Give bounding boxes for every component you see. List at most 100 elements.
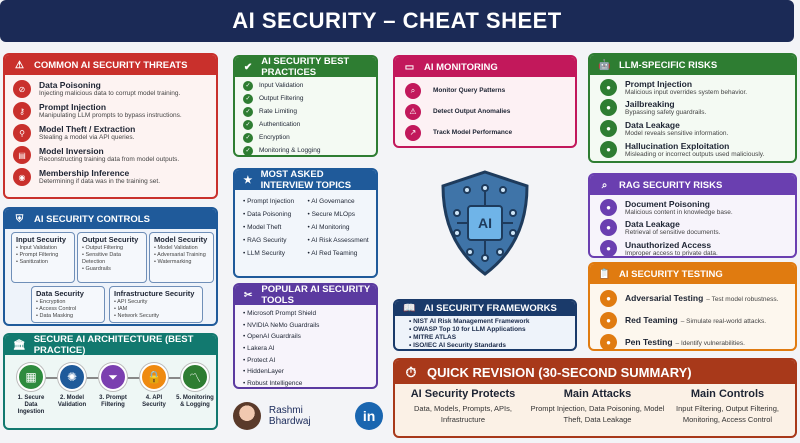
check-icon: ✓ — [243, 80, 253, 91]
llm-risk-desc: Misleading or incorrect outputs used mal… — [625, 150, 765, 158]
interview-topic: • Data Poisoning — [235, 208, 306, 221]
bullet: • — [409, 333, 414, 341]
architecture-step: ▦1. Secure Data Ingestion — [11, 363, 51, 417]
step-label: 1. Secure Data Ingestion — [17, 395, 45, 416]
testing-item-title: Red Teaming — [625, 314, 678, 325]
testing-item: ●Adversarial Testing– Test model robustn… — [590, 287, 795, 309]
testing-item-text: Pen Testing– Identify vulnerabilities. — [625, 337, 745, 348]
testing-item-text: Adversarial Testing– Test model robustne… — [625, 293, 778, 304]
framework-item: • OWASP Top 10 for LLM Applications — [395, 325, 575, 333]
bullet: • — [307, 237, 312, 244]
bullet: • — [16, 259, 20, 266]
monitor-icon: 〽 — [181, 363, 209, 391]
panel-title: AI SECURITY CONTROLS — [34, 213, 150, 225]
control-box: Output Security• Output Filtering• Sensi… — [77, 232, 147, 283]
page-title: AI SECURITY – CHEAT SHEET — [0, 0, 794, 42]
bullet: • — [243, 250, 248, 257]
item-label: MITRE ATLAS — [413, 333, 457, 341]
llm-risk-title: Jailbreaking — [625, 99, 675, 110]
testing-item-desc: – Simulate real-world attacks. — [680, 317, 767, 325]
item-label: AI Red Teaming — [311, 250, 358, 257]
control-item: • Guardrails — [82, 266, 142, 273]
control-item: • Output Filtering — [82, 245, 142, 252]
framework-item: • ISO/IEC AI Security Standards — [395, 341, 575, 349]
control-item: • Adversarial Training — [154, 252, 209, 259]
revision-text: Input Filtering, Output Filtering, Monit… — [676, 404, 779, 424]
testing-item-desc: – Identify vulnerabilities. — [675, 339, 745, 347]
llm-risk-desc: Model reveals sensitive information. — [625, 130, 729, 138]
threat-title: Prompt Injection — [39, 102, 107, 112]
item-label: Detect Output Anomalies — [433, 108, 511, 115]
bullet: • — [82, 252, 86, 259]
llm-risk-desc: Bypassing safety guardrails. — [625, 109, 707, 117]
tool-item: • HiddenLayer — [235, 366, 376, 378]
item-label: HiddenLayer — [247, 368, 284, 376]
bullet: • — [36, 299, 40, 305]
tool-item: • NVIDIA NeMo Guardrails — [235, 320, 376, 332]
panel-title: MOST ASKED INTERVIEW TOPICS — [260, 169, 352, 191]
best-practice-item: ✓Encryption — [235, 131, 376, 144]
best-practice-item: ✓Authentication — [235, 118, 376, 131]
best-practice-item: ✓Output Filtering — [235, 92, 376, 105]
linkedin-icon[interactable]: in — [355, 402, 383, 430]
control-item-label: API Security — [117, 299, 148, 305]
bullet: • — [307, 250, 312, 257]
quick-revision-panel: ⏱QUICK REVISION (30-SECOND SUMMARY) AI S… — [393, 358, 797, 438]
threats-panel: ⚠COMMON AI SECURITY THREATS ⊘Data Poison… — [3, 53, 218, 199]
revision-heading: Main Attacks — [563, 388, 632, 400]
threat-title: Data Poisoning — [39, 80, 101, 90]
rag-risk-icon: ● — [600, 198, 617, 216]
control-item-label: Input Validation — [19, 245, 57, 251]
control-item: • Model Validation — [154, 245, 209, 252]
interview-topic: • LLM Security — [235, 247, 306, 260]
llm-risk-title: Hallucination Exploitation — [625, 140, 730, 151]
interview-topic: • AI Red Teaming — [306, 247, 377, 260]
testing-item-text: Red Teaming– Simulate real-world attacks… — [625, 315, 766, 326]
monitoring-panel: ▭AI MONITORING ⌕Monitor Query Patterns⚠D… — [393, 55, 577, 148]
threat-desc: Manipulating LLM prompts to bypass instr… — [39, 112, 182, 119]
bullet: • — [82, 245, 86, 251]
monitoring-item: ↗Track Model Performance — [395, 122, 575, 143]
item-label: Authentication — [259, 121, 301, 128]
item-label: AI Governance — [311, 198, 355, 205]
bullet: • — [16, 252, 20, 259]
item-label: AI Risk Assessment — [311, 237, 369, 244]
bullet: • — [243, 224, 248, 231]
bullet: • — [409, 317, 414, 325]
item-label: Prompt Injection — [247, 198, 295, 205]
panel-title: COMMON AI SECURITY THREATS — [34, 59, 188, 71]
bullet: • — [243, 198, 248, 205]
book-icon: 📖 — [403, 303, 416, 314]
control-item-label: Encryption — [39, 299, 66, 305]
step-label: 4. API Security — [142, 395, 166, 409]
bullet: • — [154, 245, 158, 251]
clipboard-icon: 📋 — [598, 268, 611, 280]
interview-topic: • AI Risk Assessment — [306, 234, 377, 247]
frameworks-panel: 📖AI SECURITY FRAMEWORKS • NIST AI Risk M… — [393, 299, 577, 351]
item-label: NIST AI Risk Management Framework — [413, 317, 530, 325]
threat-desc: Determining if data was in the training … — [39, 178, 161, 185]
llm-risk-title: Data Leakage — [625, 120, 680, 131]
best-practices-panel: ✔AI SECURITY BEST PRACTICES ✓Input Valid… — [233, 55, 378, 157]
tool-item: • OpenAI Guardrails — [235, 331, 376, 343]
control-box-title: Data Security — [36, 289, 84, 298]
bullet: • — [114, 306, 118, 313]
panel-title: QUICK REVISION (30-SECOND SUMMARY) — [427, 364, 692, 380]
bullet: • — [36, 313, 40, 320]
check-icon: ✓ — [243, 132, 253, 143]
interview-topic: • RAG Security — [235, 234, 306, 247]
warning-icon: ⚠ — [15, 59, 24, 71]
author-name: Rashmi Bhardwaj — [268, 405, 311, 427]
revision-text: Prompt Injection, Data Poisoning, Model … — [530, 404, 665, 424]
